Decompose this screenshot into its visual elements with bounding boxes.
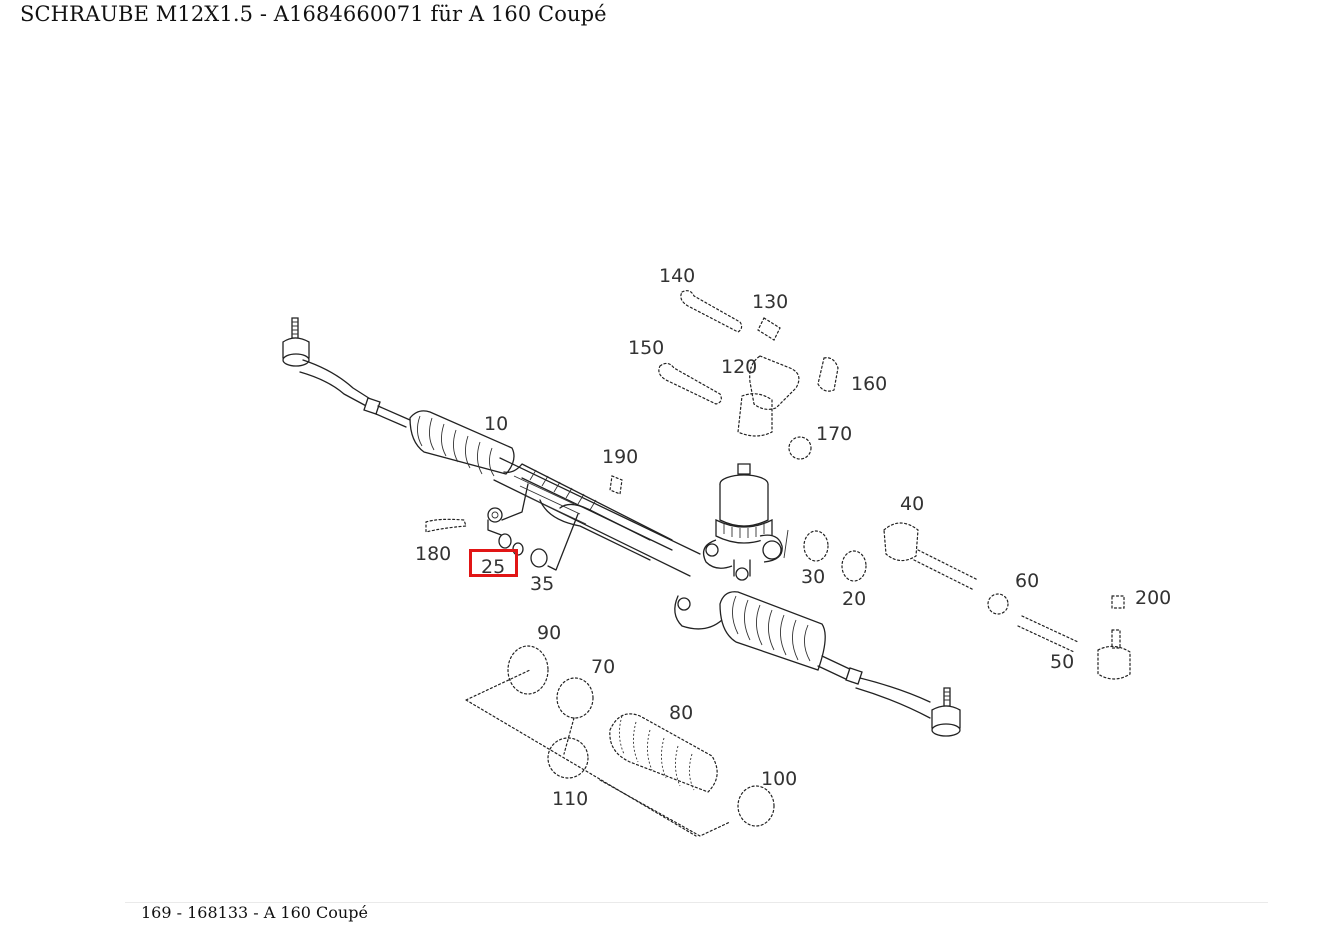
callout-190[interactable]: 190 xyxy=(602,446,638,468)
callout-labels: 140 130 150 120 160 10 170 190 40 180 25… xyxy=(415,265,1171,810)
page-title: SCHRAUBE M12X1.5 - A1684660071 für A 160… xyxy=(20,2,607,26)
callout-30[interactable]: 30 xyxy=(801,566,825,588)
callout-170[interactable]: 170 xyxy=(816,423,852,445)
callout-140[interactable]: 140 xyxy=(659,265,695,287)
callout-120[interactable]: 120 xyxy=(721,356,757,378)
rack-housing xyxy=(487,457,701,577)
valve-housing xyxy=(674,463,783,630)
exploded-parts-lower xyxy=(465,645,775,837)
callout-50[interactable]: 50 xyxy=(1050,651,1074,673)
callout-35[interactable]: 35 xyxy=(530,573,554,595)
callout-40[interactable]: 40 xyxy=(900,493,924,515)
callout-100[interactable]: 100 xyxy=(761,768,797,790)
callout-130[interactable]: 130 xyxy=(752,291,788,313)
footer-caption: 169 - 168133 - A 160 Coupé xyxy=(141,903,368,922)
exploded-parts-right xyxy=(803,522,1131,680)
callout-150[interactable]: 150 xyxy=(628,337,664,359)
leader-lines xyxy=(783,529,789,559)
callout-20[interactable]: 20 xyxy=(842,588,866,610)
right-tie-rod-end xyxy=(817,655,961,737)
callout-10[interactable]: 10 xyxy=(484,413,508,435)
callout-180[interactable]: 180 xyxy=(415,543,451,565)
right-bellows xyxy=(719,591,826,671)
callout-90[interactable]: 90 xyxy=(537,622,561,644)
callout-60[interactable]: 60 xyxy=(1015,570,1039,592)
callout-200[interactable]: 200 xyxy=(1135,587,1171,609)
left-bellows xyxy=(409,410,515,477)
callout-110[interactable]: 110 xyxy=(552,788,588,810)
footer-divider xyxy=(125,902,1268,903)
exploded-parts-upper xyxy=(425,290,839,533)
callout-70[interactable]: 70 xyxy=(591,656,615,678)
callout-160[interactable]: 160 xyxy=(851,373,887,395)
left-tie-rod-end xyxy=(282,317,411,428)
callout-80[interactable]: 80 xyxy=(669,702,693,724)
highlighted-part-frame xyxy=(469,549,518,577)
callout-25[interactable]: 25 xyxy=(481,556,505,578)
